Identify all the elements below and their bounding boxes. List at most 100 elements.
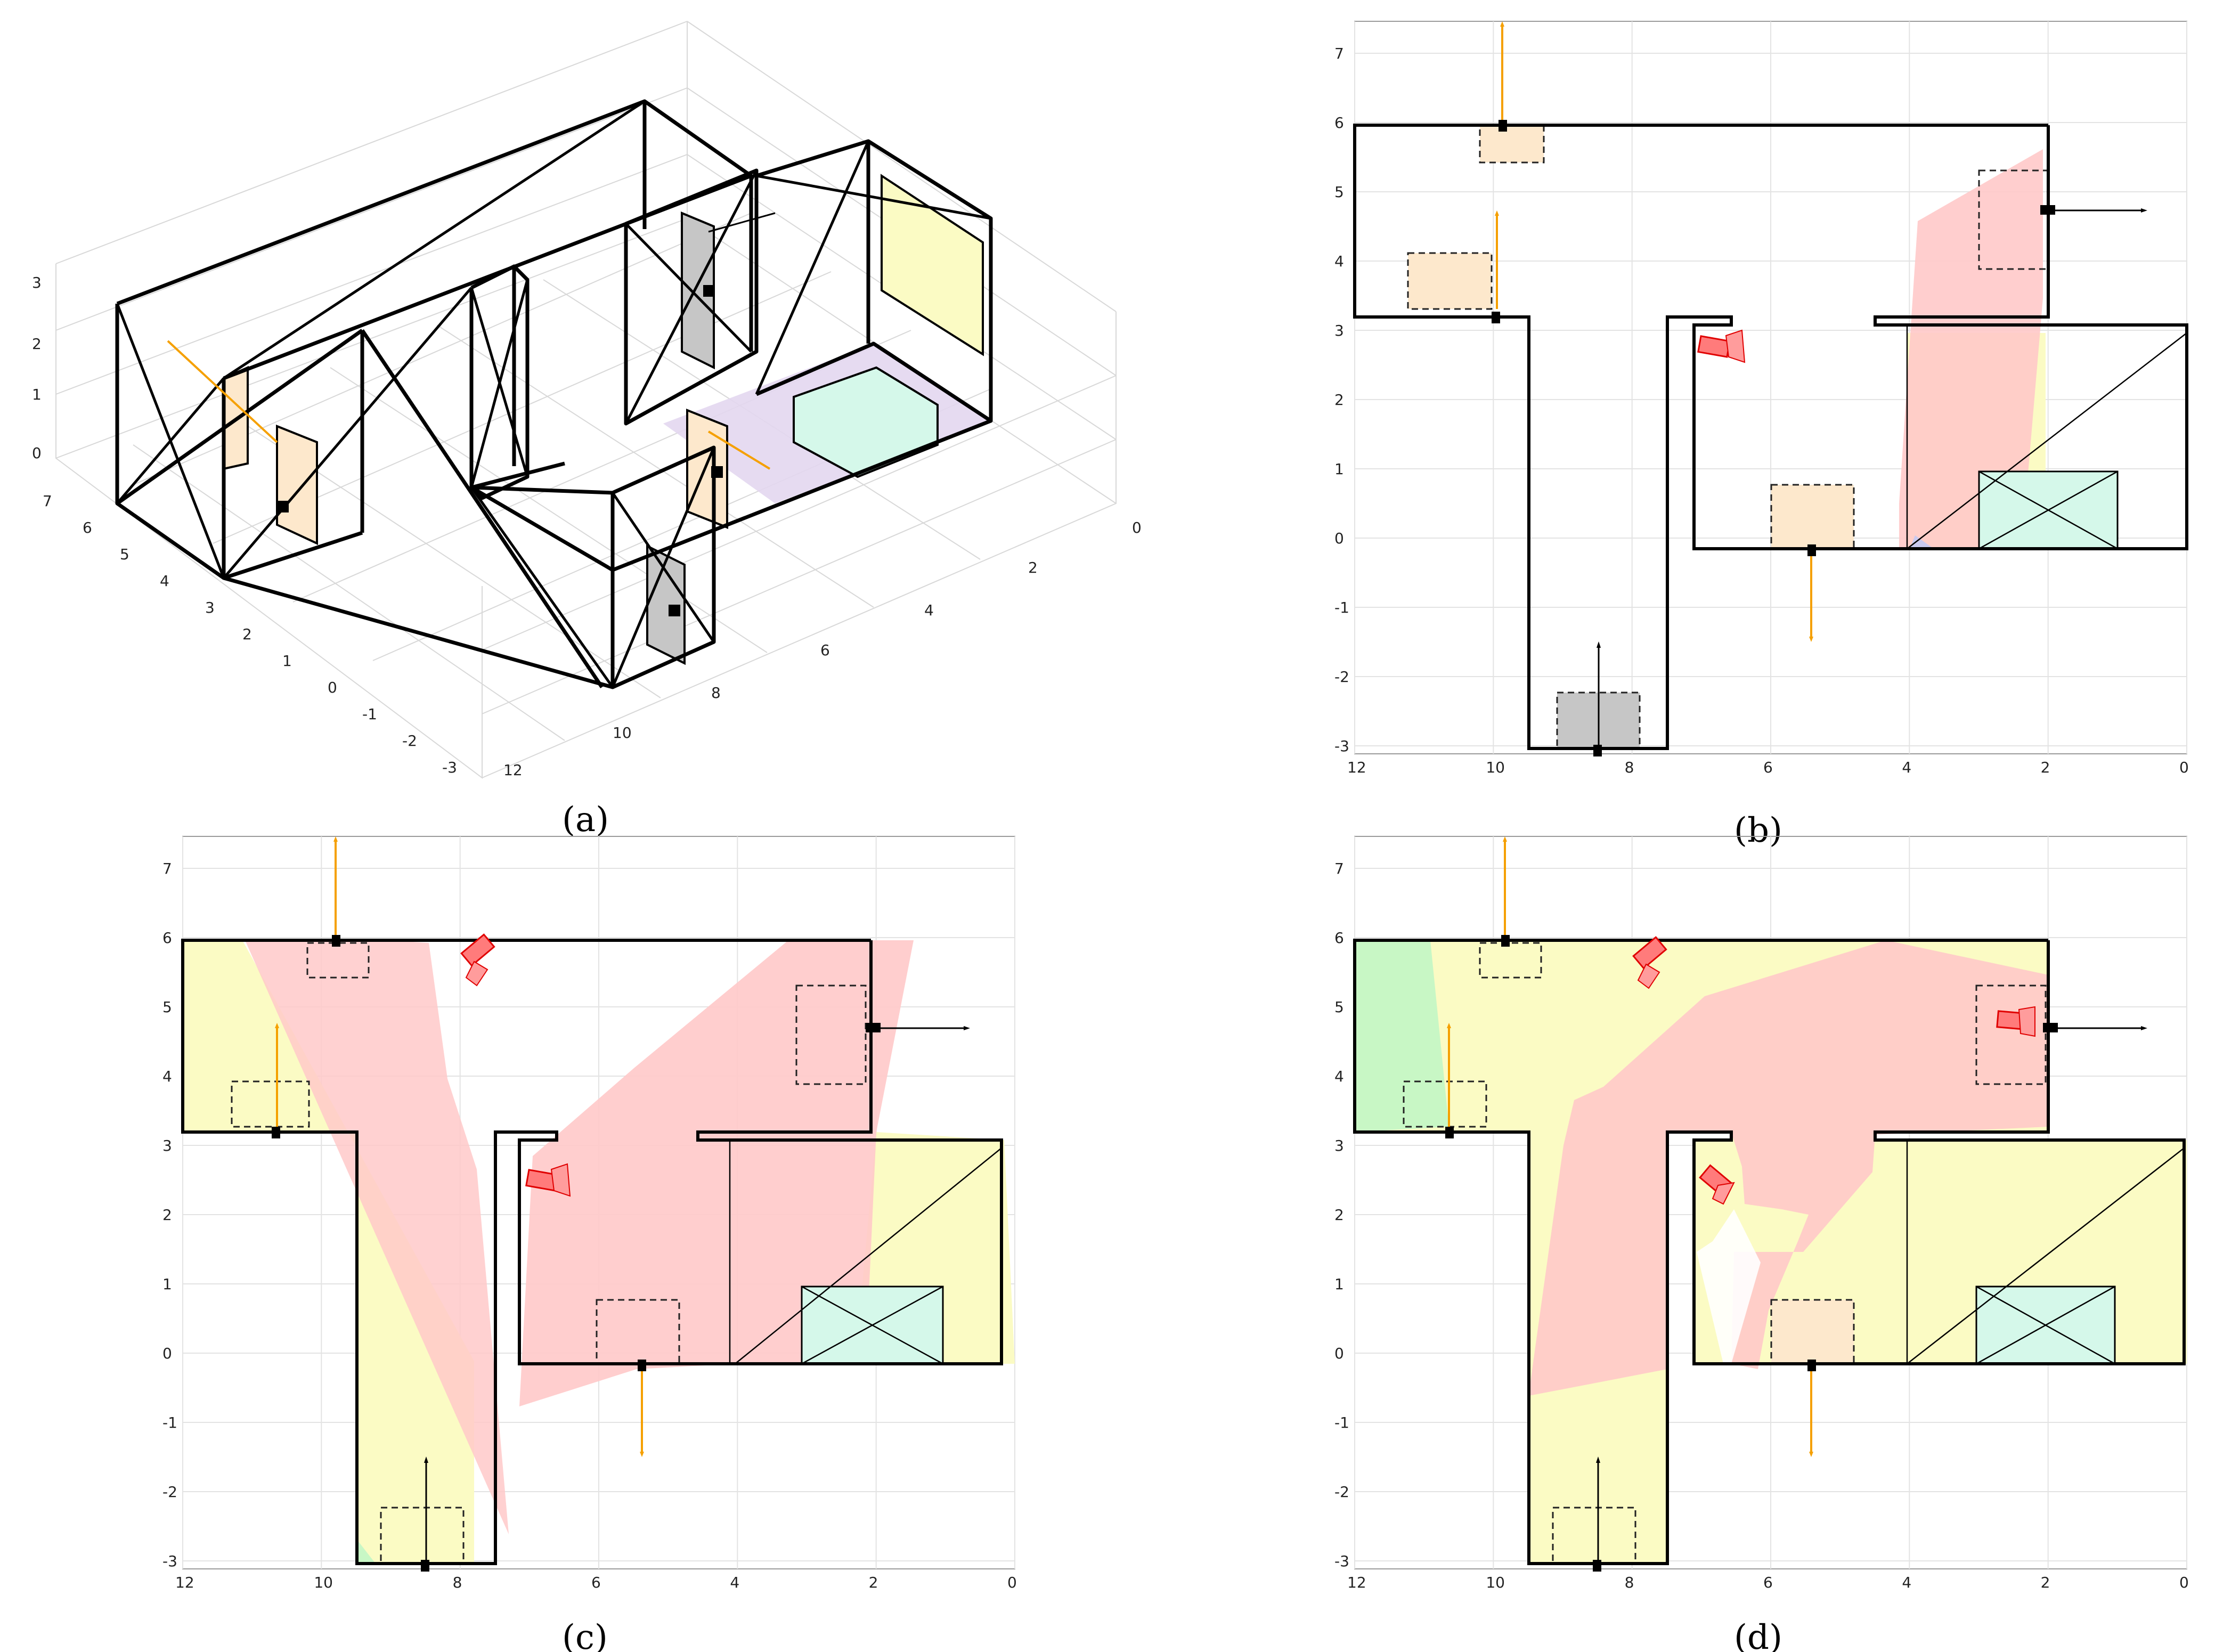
iso-door-handle-4 — [669, 605, 680, 616]
panel-a-isometric: 3 2 1 0 7 6 5 4 3 2 1 0 -1 -2 -3 12 10 8… — [32, 21, 1142, 840]
iso-door-handle-3 — [277, 501, 289, 512]
iso-arrow-black — [708, 212, 776, 233]
iso-door-handle-1 — [703, 285, 715, 297]
walls-d — [1353, 939, 2186, 1565]
svg-text:1: 1 — [282, 652, 292, 670]
x-tick-label: 6 — [1763, 1574, 1773, 1591]
y-tick-label: 1 — [162, 1275, 172, 1293]
y-tick-label: 7 — [1334, 45, 1344, 62]
y-tick-label: 5 — [1334, 183, 1344, 201]
y-tick-label: 5 — [162, 998, 172, 1016]
svg-text:2: 2 — [1028, 559, 1038, 576]
iso-arrow-orange-mid — [707, 430, 771, 470]
door-gray-lower — [646, 544, 686, 665]
coverage-red-d — [1529, 940, 2048, 1396]
iso-x-ticks: 12 10 8 6 4 2 0 — [503, 519, 1142, 779]
door-gray-upper — [681, 211, 715, 370]
svg-text:6: 6 — [820, 641, 830, 659]
walls-c — [181, 939, 1003, 1565]
x-tick-label: 10 — [1486, 1574, 1505, 1591]
door-zone-b-2 — [1479, 124, 1545, 164]
door-orange-mid — [686, 409, 728, 529]
y-tick-label: 3 — [1334, 1137, 1344, 1154]
svg-text:-3: -3 — [442, 759, 457, 776]
iso-y-ticks: 7 6 5 4 3 2 1 0 -1 -2 -3 — [43, 492, 457, 776]
svg-text:7: 7 — [43, 492, 52, 510]
camera-icon — [1697, 329, 1746, 363]
coverage-green-d — [1355, 940, 1449, 1132]
y-tick-label: -2 — [162, 1483, 177, 1501]
svg-text:2: 2 — [242, 625, 252, 643]
y-tick-label: 4 — [162, 1068, 172, 1085]
svg-text:0: 0 — [328, 679, 337, 696]
camera-icon — [1699, 1164, 1735, 1205]
svg-text:4: 4 — [160, 572, 169, 590]
obstacle-box-3d — [793, 366, 939, 478]
caption-c: (c) — [562, 1618, 608, 1652]
x-tick-label: 12 — [1347, 1574, 1366, 1591]
x-tick-label: 10 — [314, 1574, 333, 1591]
yellow-wall-panel — [881, 174, 984, 356]
x-tick-label: 8 — [453, 1574, 462, 1591]
y-tick-label: -3 — [1334, 1552, 1349, 1570]
y-tick-label: 3 — [1334, 322, 1344, 339]
x-tick-label: 0 — [2179, 759, 2189, 776]
y-tick-label: -2 — [1334, 1483, 1349, 1501]
y-tick-label: 4 — [1334, 253, 1344, 270]
caption-b: (b) — [1734, 811, 1782, 850]
iso-door-handle-2 — [711, 466, 723, 478]
x-tick-label: 2 — [2041, 759, 2050, 776]
iso-arrow-orange-left — [167, 340, 278, 443]
svg-text:12: 12 — [503, 761, 523, 779]
y-tick-label: -1 — [162, 1414, 177, 1431]
camera-icon — [1996, 1006, 2035, 1037]
y-tick-label: 7 — [1334, 860, 1344, 877]
coverage-red-b — [1899, 149, 2043, 549]
y-tick-label: 0 — [162, 1345, 172, 1362]
y-tick-label: 3 — [162, 1137, 172, 1154]
camera-icon — [525, 1163, 571, 1197]
x-tick-label: 4 — [1902, 1574, 1911, 1591]
camera-icon — [1632, 936, 1667, 989]
svg-text:10: 10 — [613, 724, 632, 742]
walls-b — [1353, 124, 2188, 750]
svg-text:4: 4 — [924, 601, 934, 619]
coverage-purple-b — [1910, 535, 1934, 549]
coverage-red-c-1 — [245, 940, 509, 1534]
x-tick-label: 6 — [1763, 759, 1773, 776]
door-zone-b-4 — [1770, 484, 1855, 550]
iso-diagonals — [116, 100, 991, 688]
x-tick-label: 4 — [1902, 759, 1911, 776]
svg-text:1: 1 — [32, 386, 42, 403]
y-tick-label: 1 — [1334, 1275, 1344, 1293]
x-tick-label: 10 — [1486, 759, 1505, 776]
x-tick-label: 2 — [2041, 1574, 2050, 1591]
y-tick-label: 6 — [1334, 929, 1344, 947]
svg-text:2: 2 — [32, 335, 42, 353]
camera-icon — [460, 933, 495, 987]
coverage-yellow-c-left — [183, 940, 474, 1564]
y-tick-label: -1 — [1334, 599, 1349, 616]
y-tick-label: 7 — [162, 860, 172, 877]
svg-text:3: 3 — [32, 274, 42, 291]
x-tick-label: 0 — [2179, 1574, 2189, 1591]
x-tick-label: 6 — [591, 1574, 601, 1591]
svg-text:6: 6 — [83, 519, 92, 536]
y-tick-label: -1 — [1334, 1414, 1349, 1431]
door-zone-b-1 — [1407, 252, 1493, 310]
svg-text:0: 0 — [1132, 519, 1142, 536]
y-tick-label: 0 — [1334, 530, 1344, 547]
x-tick-label: 12 — [1347, 759, 1366, 776]
y-tick-label: 1 — [1334, 460, 1344, 478]
x-tick-label: 4 — [730, 1574, 739, 1591]
svg-text:-1: -1 — [362, 705, 377, 723]
svg-text:3: 3 — [205, 599, 215, 616]
y-tick-label: 6 — [1334, 114, 1344, 132]
y-tick-label: 6 — [162, 929, 172, 947]
y-tick-label: 4 — [1334, 1068, 1344, 1085]
x-tick-label: 12 — [175, 1574, 194, 1591]
